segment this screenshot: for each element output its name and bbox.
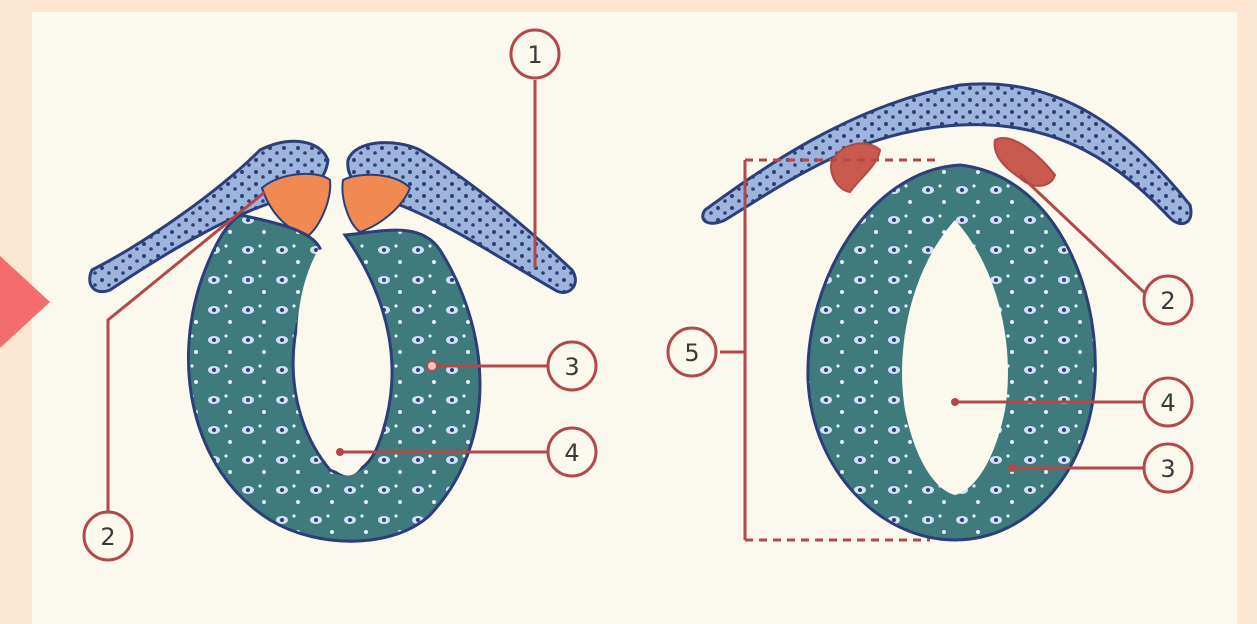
right-marker-3: 3 [1144, 444, 1192, 492]
left-marker-3-label: 3 [564, 353, 579, 381]
right-neural-tube-stage [703, 84, 1191, 540]
right-marker-2-label: 2 [1160, 287, 1175, 315]
left-marker-4-label: 4 [564, 439, 579, 467]
left-marker-4: 4 [548, 428, 596, 476]
right-marker-3-label: 3 [1160, 455, 1175, 483]
left-neural-crest-right [342, 175, 410, 232]
right-marker-2: 2 [1144, 276, 1192, 324]
left-marker-3: 3 [548, 342, 596, 390]
left-neural-fold-stage [90, 141, 576, 541]
left-marker-1-label: 1 [527, 41, 542, 69]
right-marker-5: 5 [668, 328, 716, 376]
right-marker-4-label: 4 [1160, 389, 1175, 417]
left-marker-1: 1 [511, 30, 559, 78]
right-marker-4: 4 [1144, 378, 1192, 426]
left-marker-2-label: 2 [100, 523, 115, 551]
right-marker-5-label: 5 [684, 339, 699, 367]
left-marker-2: 2 [84, 512, 132, 560]
